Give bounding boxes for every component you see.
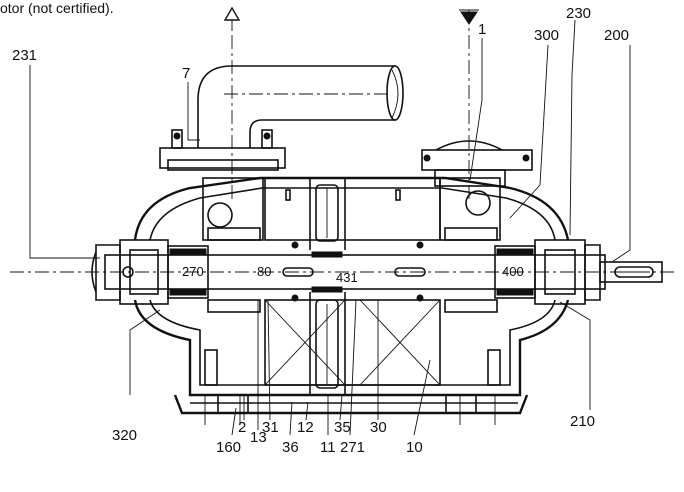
left-bearing-housing [91,239,209,305]
label-1: 1 [478,21,486,38]
label-200: 200 [604,27,629,44]
label-12: 12 [297,419,314,436]
label-431: 431 [336,270,358,285]
outlet-arrow-icon [223,6,241,200]
label-31: 31 [262,419,279,436]
right-bearing-housing [494,239,601,305]
label-231: 231 [12,47,37,64]
label-230: 230 [566,5,591,22]
label-30: 30 [370,419,387,436]
inlet-flange [421,140,533,187]
label-35: 35 [334,419,351,436]
label-7: 7 [182,65,190,82]
label-160: 160 [216,439,241,456]
impeller-hub [291,241,424,302]
label-300: 300 [534,27,559,44]
label-270: 270 [182,264,204,279]
label-80: 80 [257,264,271,279]
label-271: 271 [340,439,365,456]
label-210: 210 [570,413,595,430]
label-11: 11 [320,439,336,456]
label-400: 400 [502,264,524,279]
upper-casing [133,176,570,250]
label-13: 13 [250,429,267,446]
discharge-pipe [159,65,404,171]
lower-casing [133,292,570,397]
label-36: 36 [282,439,299,456]
label-2: 2 [238,419,246,436]
inlet-arrow-icon [459,9,479,200]
label-10: 10 [406,439,423,456]
leader-lines [29,19,631,436]
label-320: 320 [112,427,137,444]
caption-text: otor (not certified). [0,0,114,16]
